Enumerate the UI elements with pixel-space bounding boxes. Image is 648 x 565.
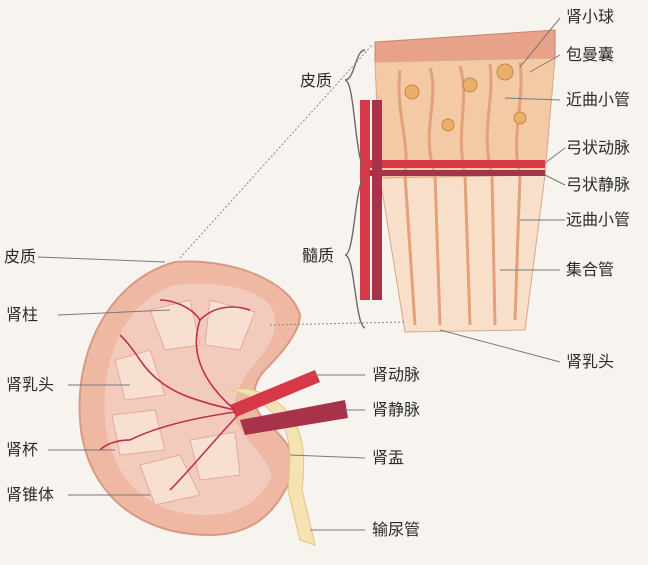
arcuate-vein [365, 170, 545, 176]
label-cortex-left: 皮质 [4, 248, 36, 266]
nephron-block [360, 30, 555, 332]
label-medulla: 髓质 [302, 247, 334, 265]
label-renal-vein: 肾静脉 [372, 401, 420, 419]
label-renal-corpuscle: 肾小球 [566, 8, 614, 26]
label-distal-tubule: 远曲小管 [566, 211, 630, 229]
label-renal-pelvis: 肾盂 [372, 449, 404, 467]
label-pyramid: 肾锥体 [6, 486, 54, 504]
interlobar-artery [360, 100, 370, 300]
label-renal-artery: 肾动脉 [372, 366, 420, 384]
label-arcuate-artery: 弓状动脉 [566, 139, 630, 157]
label-papilla-right: 肾乳头 [566, 353, 614, 371]
label-papilla-left: 肾乳头 [6, 376, 54, 394]
interlobar-vein [372, 100, 382, 300]
label-bowman-capsule: 包曼囊 [566, 46, 614, 64]
label-cortex-right: 皮质 [300, 72, 332, 90]
label-ureter: 输尿管 [372, 521, 420, 539]
label-proximal-tubule: 近曲小管 [566, 91, 630, 109]
arcuate-artery [360, 160, 545, 168]
label-collecting-duct: 集合管 [566, 261, 614, 279]
label-renal-column: 肾柱 [6, 306, 38, 324]
label-calyx: 肾杯 [6, 441, 38, 459]
label-arcuate-vein: 弓状静脉 [566, 176, 630, 194]
